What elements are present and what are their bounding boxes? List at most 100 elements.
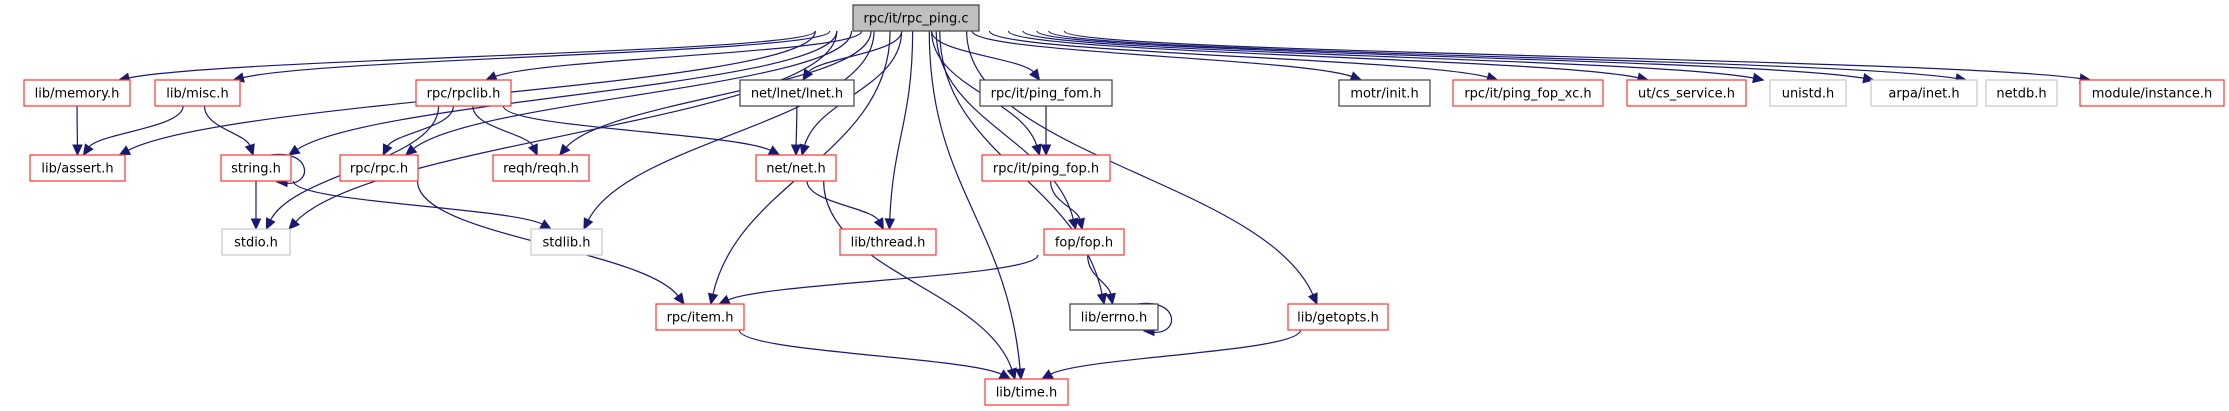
arrow-head-icon — [244, 143, 255, 157]
node-box — [984, 378, 1069, 406]
edge-line — [1048, 30, 1958, 80]
node-net-lnet[interactable]: net/lnet/lnet.h — [739, 79, 855, 107]
node-lib-thread[interactable]: lib/thread.h — [839, 228, 937, 256]
node-label: rpc/item.h — [667, 311, 734, 326]
edge-net_net-to-lib_time — [823, 180, 1017, 381]
arrow-head-icon — [790, 144, 802, 157]
node-ping-fop[interactable]: rpc/it/ping_fop.h — [981, 154, 1111, 182]
node-box — [29, 154, 126, 182]
node-label: rpc/rpclib.h — [427, 87, 501, 102]
node-motr-init[interactable]: motr/init.h — [1338, 79, 1431, 107]
node-rpc-rpc[interactable]: rpc/rpc.h — [339, 154, 419, 182]
node-label: lib/misc.h — [166, 87, 228, 102]
edge-root-to-reqh — [558, 30, 872, 156]
node-box — [979, 79, 1113, 107]
node-stdio[interactable]: stdio.h — [221, 228, 291, 256]
node-label: rpc/rpc.h — [350, 162, 408, 177]
edge-line — [296, 30, 838, 151]
node-label: lib/assert.h — [41, 162, 113, 177]
edge-lib_memory-to-lib_assert — [72, 105, 83, 157]
node-net-net[interactable]: net/net.h — [755, 154, 837, 182]
node-reqh[interactable]: reqh/reqh.h — [492, 154, 590, 182]
edge-fop_fop-to-lib_errno — [1087, 254, 1116, 306]
edge-net_lnet-to-net_net — [790, 105, 802, 157]
node-box — [154, 79, 241, 107]
node-lib-misc[interactable]: lib/misc.h — [154, 79, 241, 107]
arrow-head-icon — [1096, 292, 1108, 306]
edge-line — [1022, 30, 1755, 79]
node-arpa-inet[interactable]: arpa/inet.h — [1870, 79, 1978, 107]
node-label: rpc/it/ping_fom.h — [991, 87, 1102, 102]
node-unistd[interactable]: unistd.h — [1769, 79, 1847, 107]
node-stdlib[interactable]: stdlib.h — [530, 228, 603, 256]
node-box — [1626, 79, 1747, 107]
node-lib-getopts[interactable]: lib/getopts.h — [1287, 303, 1389, 331]
edge-lib_getopts-to-lib_time — [1041, 329, 1302, 380]
arrow-head-icon — [707, 292, 719, 306]
node-module-instance[interactable]: module/instance.h — [2079, 79, 2225, 107]
node-label: stdio.h — [234, 236, 278, 251]
edge-line — [292, 180, 544, 226]
edge-line — [931, 30, 1038, 147]
node-box — [1452, 79, 1604, 107]
node-lib-assert[interactable]: lib/assert.h — [29, 154, 126, 182]
edge-line — [127, 30, 816, 79]
node-box — [2079, 79, 2225, 107]
edge-ping_fom-to-ping_fop — [1040, 105, 1052, 157]
node-lib-time[interactable]: lib/time.h — [984, 378, 1069, 406]
edge-line — [494, 30, 863, 78]
arrow-head-icon — [1307, 292, 1318, 306]
node-string-h[interactable]: string.h — [220, 154, 292, 182]
edge-rpc_rpclib-to-reqh — [472, 105, 538, 157]
edge-root-to-fop_fop — [935, 30, 1079, 231]
node-label: rpc/it/rpc_ping.c — [863, 12, 968, 27]
edge-line — [412, 30, 853, 150]
node-fop-fop[interactable]: fop/fop.h — [1043, 228, 1125, 256]
node-root[interactable]: rpc/it/rpc_ping.c — [852, 4, 980, 32]
node-label: net/net.h — [766, 162, 825, 177]
node-label: lib/errno.h — [1081, 311, 1147, 326]
edge-ping_fop-to-fop_fop — [1049, 180, 1086, 231]
edge-line — [88, 105, 184, 148]
node-rpc-item[interactable]: rpc/item.h — [655, 303, 745, 331]
node-label: unistd.h — [1782, 87, 1835, 102]
edge-lib_misc-to-string_h — [203, 105, 255, 157]
node-box — [1870, 79, 1978, 107]
edge-line — [988, 30, 1489, 79]
node-ping-fom[interactable]: rpc/it/ping_fom.h — [979, 79, 1113, 107]
node-label: rpc/it/ping_fop.h — [993, 162, 1099, 177]
arrow-head-icon — [1041, 369, 1054, 380]
node-cs-service[interactable]: ut/cs_service.h — [1626, 79, 1747, 107]
edges-layer — [72, 30, 2092, 381]
edge-root-to-netdb — [1048, 30, 1968, 84]
arrow-head-icon — [72, 144, 83, 157]
edge-line — [931, 30, 1035, 74]
edge-root-to-lib_thread — [884, 30, 914, 231]
node-box — [755, 154, 837, 182]
edge-root-to-lib_misc — [232, 30, 831, 83]
edge-line — [807, 30, 903, 73]
edge-line — [1063, 30, 2082, 80]
arrow-head-icon — [288, 217, 300, 230]
arrow-head-icon — [799, 143, 810, 157]
node-lib-memory[interactable]: lib/memory.h — [23, 79, 131, 107]
arrow-head-icon — [250, 218, 262, 231]
node-label: lib/thread.h — [851, 236, 926, 251]
node-ping-fop-xc[interactable]: rpc/it/ping_fop_xc.h — [1452, 79, 1604, 107]
node-lib-errno[interactable]: lib/errno.h — [1069, 303, 1159, 331]
node-box — [492, 154, 590, 182]
node-netdb[interactable]: netdb.h — [1985, 79, 2058, 107]
node-box — [1069, 303, 1159, 331]
edge-root-to-stdlib — [583, 30, 875, 231]
node-box — [221, 228, 291, 256]
node-rpc-rpclib[interactable]: rpc/rpclib.h — [415, 79, 512, 107]
edge-root-to-unistd — [1022, 30, 1765, 84]
node-box — [1985, 79, 2058, 107]
edge-line — [242, 30, 831, 79]
edge-line — [727, 254, 1039, 301]
node-label: module/instance.h — [2092, 87, 2213, 102]
arrow-head-icon — [583, 217, 594, 231]
node-label: motr/init.h — [1350, 87, 1418, 102]
edge-line — [502, 105, 772, 152]
